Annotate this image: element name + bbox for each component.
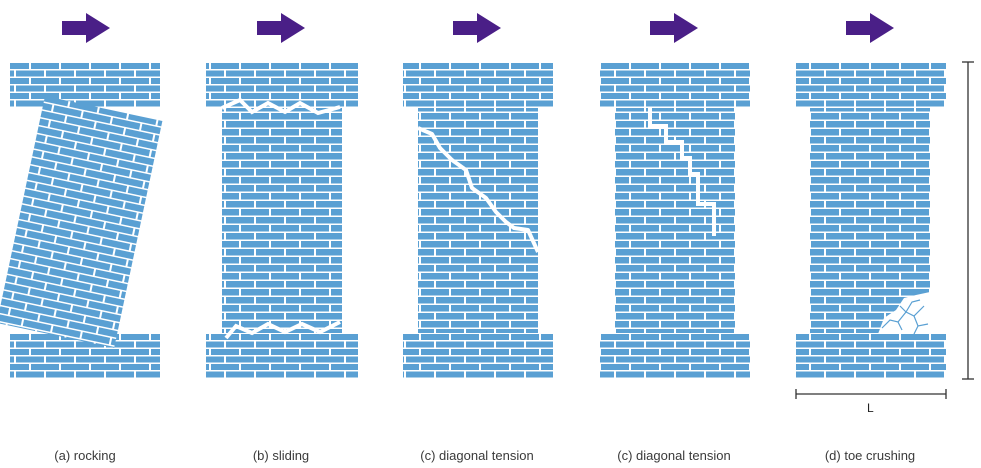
load-arrow-icon [650,13,698,43]
width-dimension [796,389,946,399]
bottom-beam [600,333,750,379]
height-dimension [962,62,974,379]
load-arrow-icon [62,13,110,43]
load-arrow-icon [846,13,894,43]
top-beam [206,62,358,108]
caption-diagonal-vertical: (c) diagonal tension [574,448,774,463]
caption-sliding: (b) sliding [181,448,381,463]
panel-diagonal-stepped [403,13,553,379]
bottom-beam [206,333,358,379]
caption-rocking: (a) rocking [0,448,185,463]
top-beam [10,62,160,108]
bottom-beam [403,333,553,379]
panel-sliding [206,13,358,379]
wall [222,108,342,334]
load-arrow-icon [453,13,501,43]
bottom-beam [796,333,946,379]
tilted-wall [0,96,162,348]
panel-diagonal-vertical [600,13,750,379]
caption-diagonal-stepped: (c) diagonal tension [377,448,577,463]
top-beam [600,62,750,108]
panel-rocking [0,13,162,379]
width-dimension-label: L [867,401,874,415]
caption-toe-crushing: (d) toe crushing [770,448,970,463]
load-arrow-icon [257,13,305,43]
top-beam [403,62,553,108]
panel-toe-crushing [796,13,946,379]
top-beam [796,62,946,108]
